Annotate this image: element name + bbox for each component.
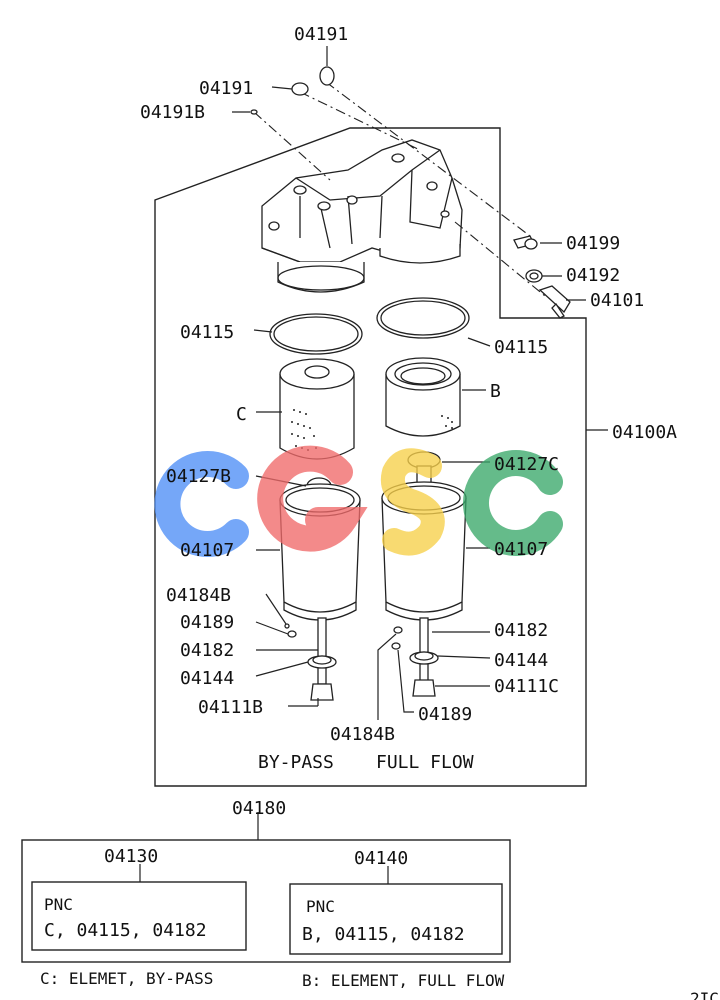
- watermark-s: [381, 448, 445, 556]
- ring-04189-left: [287, 630, 297, 638]
- kit-right-pnc-title: PNC: [306, 897, 335, 916]
- label-04189-right: 04189: [418, 704, 472, 725]
- ring-04184B-right: [393, 626, 403, 634]
- centerline: [299, 91, 421, 151]
- switch-04101: [538, 285, 571, 319]
- center-bolt-left: [307, 617, 337, 701]
- label-04127B: 04127B: [166, 466, 231, 487]
- label-bypass: BY-PASS: [258, 752, 334, 773]
- label-04100A: 04100A: [612, 422, 677, 443]
- watermark-c2: [462, 450, 563, 556]
- label-04115-left: 04115: [180, 322, 234, 343]
- label-04111C: 04111C: [494, 676, 559, 697]
- corner-fragment: 2IC: [690, 989, 719, 1000]
- label-04127C: 04127C: [494, 454, 559, 475]
- label-04184B-right: 04184B: [330, 724, 395, 745]
- label-04144-right: 04144: [494, 650, 548, 671]
- o-ring-04191B: [250, 109, 258, 115]
- washer-04192: [525, 269, 543, 283]
- o-ring-04191-top: [319, 66, 335, 86]
- gasket-04115-right: [376, 297, 470, 339]
- legend-b: B: ELEMENT, FULL FLOW: [302, 971, 505, 990]
- label-04184B-left: 04184B: [166, 585, 231, 606]
- label-04180: 04180: [232, 798, 286, 819]
- gasket-04115-left: [269, 313, 363, 355]
- label-04191B: 04191B: [140, 102, 205, 123]
- label-04191-top: 04191: [294, 24, 348, 45]
- case-04107-left: [279, 483, 361, 621]
- label-04115-right: 04115: [494, 337, 548, 358]
- label-04107-left: 04107: [180, 540, 234, 561]
- element-b-fullflow: [385, 357, 461, 437]
- kit-left-pnc-title: PNC: [44, 895, 73, 914]
- label-04192: 04192: [566, 265, 620, 286]
- label-fullflow: FULL FLOW: [376, 752, 474, 773]
- label-04182-left: 04182: [180, 640, 234, 661]
- label-04101: 04101: [590, 290, 644, 311]
- label-04144-left: 04144: [180, 668, 234, 689]
- filter-head: [261, 139, 463, 293]
- kit-left-pnc-parts: C, 04115, 04182: [44, 920, 207, 941]
- watermark-c1: [154, 451, 249, 557]
- watermark-g: [257, 445, 368, 552]
- callout-labels: 04191 04191 04191B 04199 04192 04101 041…: [140, 24, 677, 819]
- centerline: [253, 111, 331, 181]
- label-element-b: B: [490, 381, 501, 402]
- ring-04189-right: [391, 642, 401, 650]
- o-ring-04191-mid: [291, 82, 309, 96]
- label-04107-right: 04107: [494, 539, 548, 560]
- label-04191-mid: 04191: [199, 78, 253, 99]
- label-element-c: C: [236, 404, 247, 425]
- ring-04184B-left: [284, 623, 290, 629]
- legend-c: C: ELEMET, BY-PASS: [40, 969, 213, 988]
- kit-right-box: [289, 883, 503, 955]
- centerline: [325, 81, 531, 237]
- label-04182-right: 04182: [494, 620, 548, 641]
- plug-04199: [513, 235, 538, 250]
- element-c-bypass: [279, 358, 355, 460]
- center-bolt-right: [409, 617, 439, 697]
- label-04111B: 04111B: [198, 697, 263, 718]
- kit-outer-box: [21, 839, 511, 963]
- kit-left-number: 04130: [104, 846, 158, 867]
- kit-right-number: 04140: [354, 848, 408, 869]
- kit-left-box: [31, 881, 247, 951]
- kit-right-pnc-parts: B, 04115, 04182: [302, 924, 465, 945]
- label-04189-left: 04189: [180, 612, 234, 633]
- label-04199: 04199: [566, 233, 620, 254]
- watermark-logo: [154, 445, 563, 557]
- kit-section: 04130 PNC C, 04115, 04182 04140 PNC B, 0…: [21, 839, 511, 990]
